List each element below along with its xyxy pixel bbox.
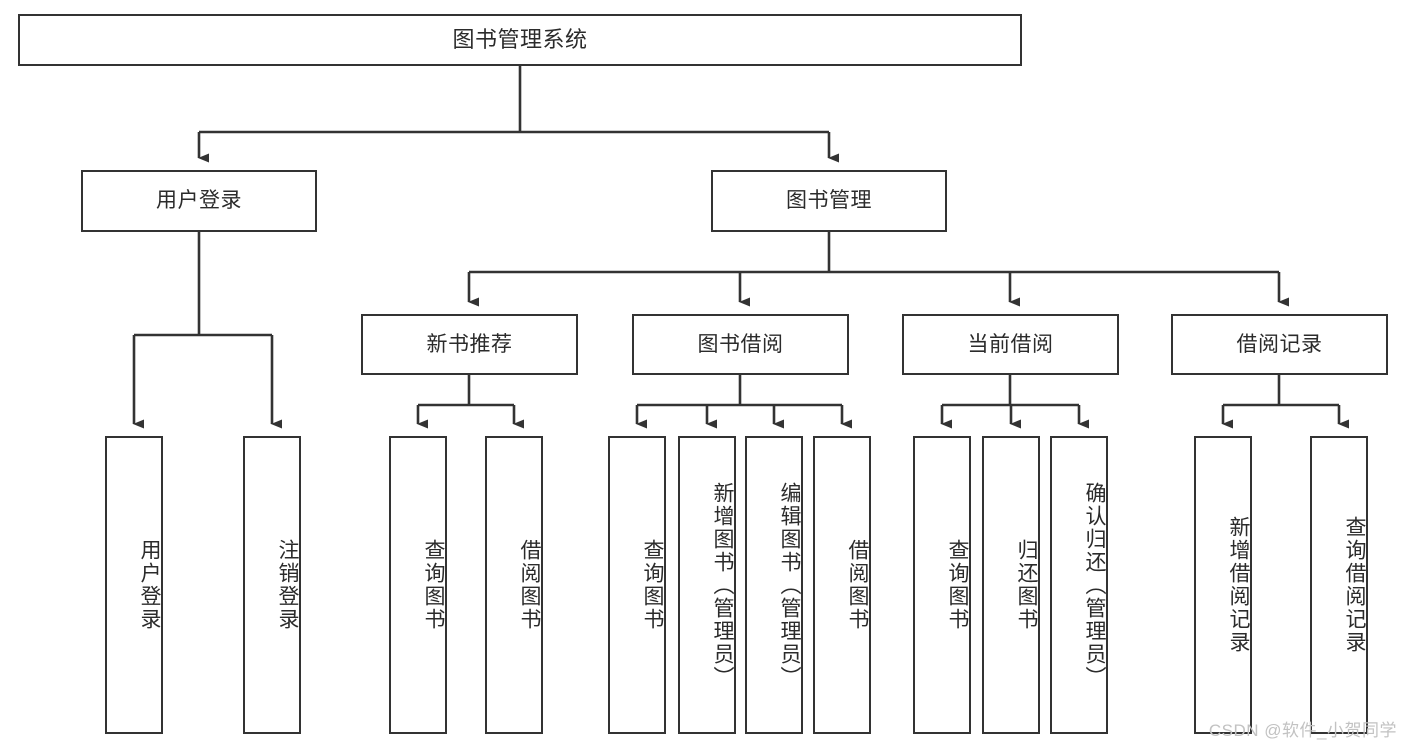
node-label: 当前借阅 [967, 332, 1054, 356]
node-label: 注销登录 [276, 539, 299, 631]
leaf-current-confirm-return-admin[interactable]: 确认归还（管理员） [1050, 436, 1108, 734]
node-book-borrow[interactable]: 图书借阅 [632, 314, 849, 375]
node-root-book-management-system[interactable]: 图书管理系统 [18, 14, 1022, 66]
node-label: 编辑图书（管理员） [778, 481, 801, 689]
node-current-borrow[interactable]: 当前借阅 [902, 314, 1119, 375]
leaf-current-return-book[interactable]: 归还图书 [982, 436, 1040, 734]
node-label: 确认归还（管理员） [1083, 481, 1106, 689]
node-label: 图书管理 [786, 189, 872, 213]
node-label: 查询借阅记录 [1343, 516, 1366, 654]
node-label: 用户登录 [138, 539, 161, 631]
node-label: 图书管理系统 [452, 26, 588, 52]
leaf-borrow-borrow-book[interactable]: 借阅图书 [813, 436, 871, 734]
node-label: 新增图书（管理员） [711, 481, 734, 689]
node-book-management[interactable]: 图书管理 [711, 170, 947, 232]
node-user-login[interactable]: 用户登录 [81, 170, 317, 232]
leaf-borrow-query-book[interactable]: 查询图书 [608, 436, 666, 734]
node-label: 借阅记录 [1236, 332, 1323, 356]
node-label: 借阅图书 [518, 539, 541, 631]
leaf-borrow-add-book-admin[interactable]: 新增图书（管理员） [678, 436, 736, 734]
node-label: 新书推荐 [426, 332, 513, 356]
node-label: 查询图书 [641, 539, 664, 631]
node-new-book-recommend[interactable]: 新书推荐 [361, 314, 578, 375]
leaf-record-query-borrow-record[interactable]: 查询借阅记录 [1310, 436, 1368, 734]
node-label: 归还图书 [1015, 539, 1038, 631]
leaf-borrow-edit-book-admin[interactable]: 编辑图书（管理员） [745, 436, 803, 734]
leaf-new-book-query[interactable]: 查询图书 [389, 436, 447, 734]
leaf-user-login-login[interactable]: 用户登录 [105, 436, 163, 734]
csdn-watermark: CSDN @软件_小贺同学 [1208, 721, 1397, 740]
leaf-new-book-borrow[interactable]: 借阅图书 [485, 436, 543, 734]
node-label: 用户登录 [156, 189, 242, 213]
leaf-user-login-logout[interactable]: 注销登录 [243, 436, 301, 734]
leaf-record-add-borrow-record[interactable]: 新增借阅记录 [1194, 436, 1252, 734]
node-label: 查询图书 [946, 539, 969, 631]
node-label: 图书借阅 [697, 332, 784, 356]
node-label: 新增借阅记录 [1227, 516, 1250, 654]
node-label: 查询图书 [422, 539, 445, 631]
leaf-current-query-book[interactable]: 查询图书 [913, 436, 971, 734]
node-label: 借阅图书 [846, 539, 869, 631]
node-borrow-record[interactable]: 借阅记录 [1171, 314, 1388, 375]
